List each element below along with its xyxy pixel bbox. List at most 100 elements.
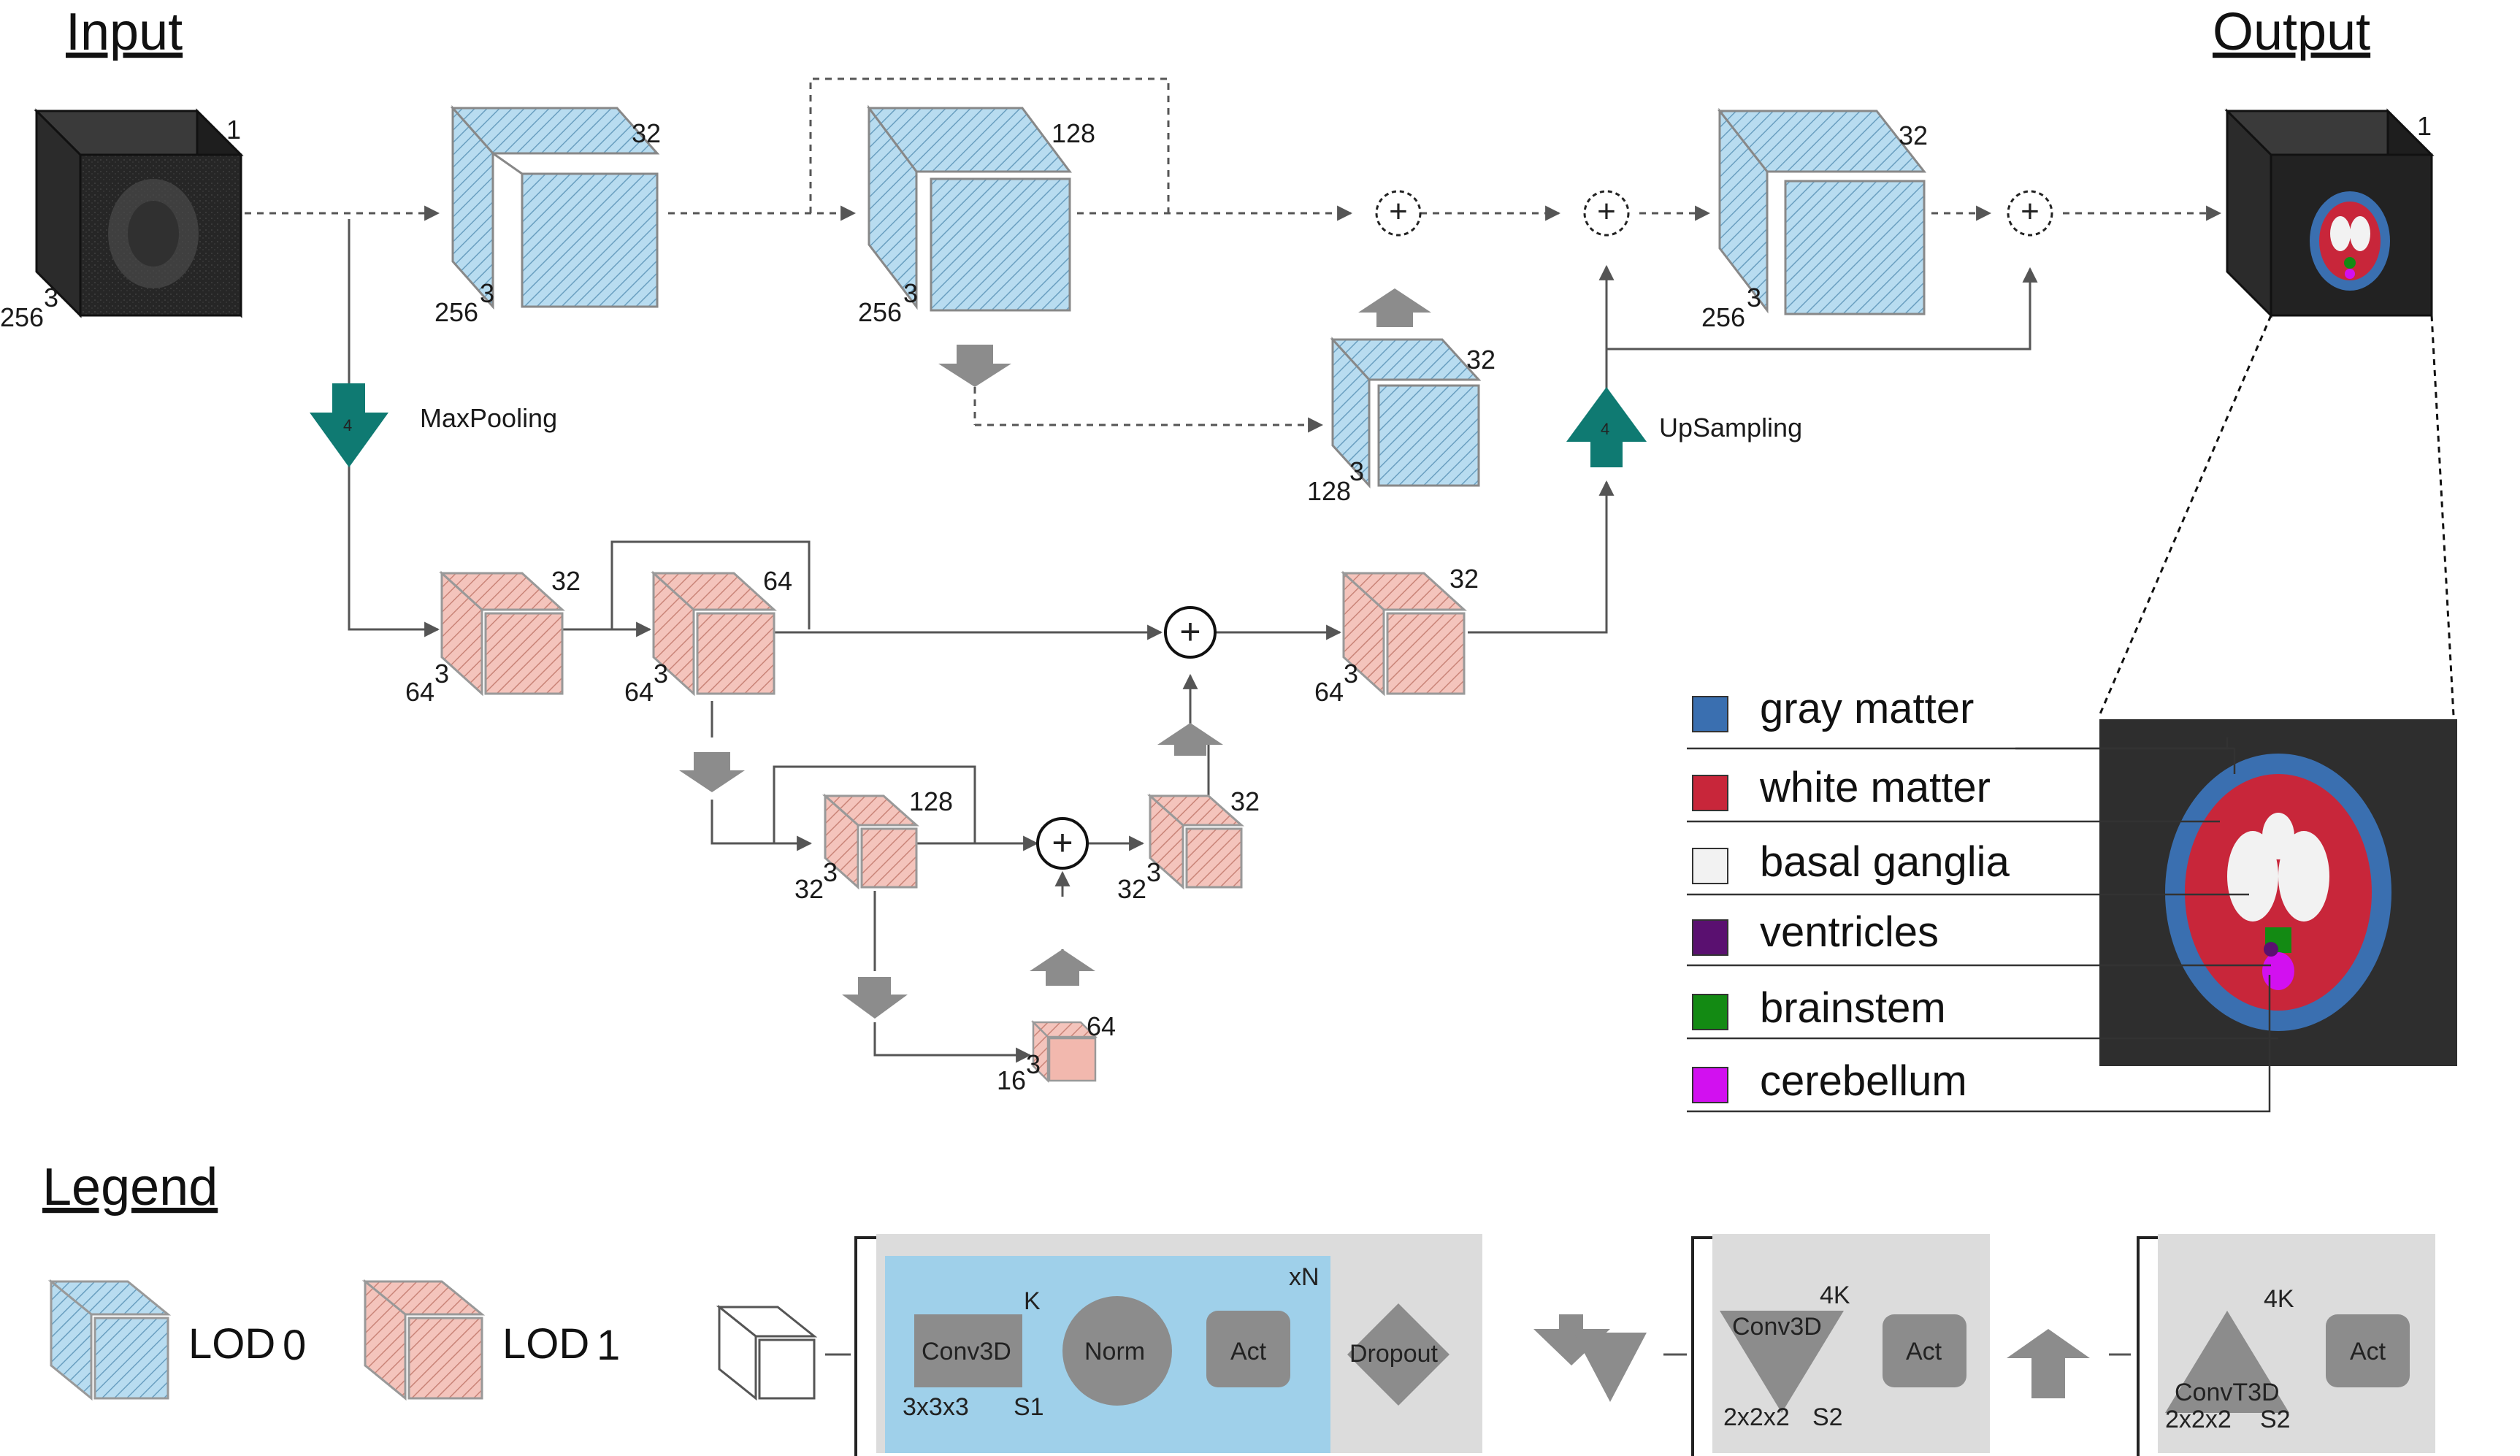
svg-text:+: + <box>1389 194 1408 229</box>
conv-k-label: K <box>1024 1287 1041 1315</box>
act-box <box>1206 1311 1290 1387</box>
maxpool-factor: 4 <box>343 416 352 434</box>
legend-lod1-label: LOD <box>502 1320 589 1368</box>
basal-ganglia-swatch <box>1692 848 1728 884</box>
lod0-size: 128 <box>1307 476 1351 506</box>
lod1-size: 16 <box>997 1065 1026 1095</box>
up-k-label: 4K <box>2264 1285 2294 1313</box>
lod1-cube <box>439 570 565 697</box>
down-act-label: Act <box>1906 1338 1942 1365</box>
exp: 3 <box>654 659 668 689</box>
down-block: Conv3D 4K 2x2x2 S2 Act <box>1712 1234 1990 1453</box>
exp: 3 <box>480 278 494 308</box>
legend-lod1-cube <box>361 1279 486 1401</box>
up-act-box <box>2326 1314 2410 1387</box>
down-conv-label: Conv3D <box>1732 1313 1822 1341</box>
output-channels: 1 <box>2417 111 2432 141</box>
upsample-gray-arrow <box>1358 288 1431 327</box>
sum-node: + <box>1375 190 1422 237</box>
class-label: gray matter <box>1760 685 1974 732</box>
down-act-box <box>1883 1314 1966 1387</box>
legend-title: Legend <box>42 1158 218 1216</box>
upsample-factor: 4 <box>1601 420 1609 438</box>
legend-down-arrow <box>1533 1314 1610 1365</box>
white-matter-swatch <box>1692 775 1728 811</box>
maxpool-label: MaxPooling <box>420 403 557 433</box>
lod0-size: 256 <box>1701 302 1745 332</box>
input-title: Input <box>66 3 183 61</box>
upsample-label: UpSampling <box>1659 413 1802 442</box>
exp: 3 <box>1349 456 1364 486</box>
conv3d-label: Conv3D <box>922 1338 1011 1365</box>
upsample-gray-arrow <box>1030 949 1095 986</box>
xn-label: xN <box>1289 1263 1320 1291</box>
norm-circle <box>1062 1296 1172 1406</box>
legend-generic-cube <box>716 1304 818 1401</box>
up-kernel-label: 2x2x2 <box>2165 1406 2232 1433</box>
lod1-cube <box>1341 570 1467 697</box>
sum-node: + <box>1164 606 1217 659</box>
act-label: Act <box>1230 1338 1267 1365</box>
class-label: white matter <box>1759 764 1991 811</box>
lod0-channels: 32 <box>632 118 661 148</box>
exp: 3 <box>903 278 918 308</box>
legend-lod1-sub: 1 <box>597 1322 620 1369</box>
maxpool-arrow: 4 <box>310 383 388 467</box>
gray-matter-swatch <box>1692 696 1728 732</box>
lod0-channels: 128 <box>1052 118 1095 148</box>
norm-label: Norm <box>1084 1338 1145 1365</box>
exp: 3 <box>823 857 838 887</box>
cerebellum-swatch <box>1692 1067 1728 1103</box>
svg-text:+: + <box>1179 611 1200 652</box>
zoomed-segmentation <box>2099 719 2457 1066</box>
lod0-channels: 32 <box>1899 120 1928 150</box>
lod1-cube <box>651 570 777 697</box>
legend-up-arrow <box>2007 1329 2090 1398</box>
input-size-exp: 3 <box>44 283 58 313</box>
down-conv-triangle <box>1720 1311 1844 1413</box>
lod1-size: 32 <box>1117 874 1146 904</box>
exp: 3 <box>434 659 449 689</box>
lod0-size: 256 <box>434 297 478 327</box>
sum-node: + <box>1583 190 1630 237</box>
output-volume <box>2224 108 2435 318</box>
downsample-arrow <box>938 345 1011 387</box>
sum-node: + <box>1036 817 1089 870</box>
legend-lod0-cube <box>47 1279 172 1401</box>
lod1-cube <box>1030 1019 1098 1084</box>
up-act-label: Act <box>2350 1338 2386 1365</box>
lod1-size: 64 <box>405 677 434 707</box>
input-volume <box>34 108 244 318</box>
exp: 3 <box>1026 1049 1041 1079</box>
lod1-size: 32 <box>794 874 824 904</box>
sum-node: + <box>2007 190 2053 237</box>
up-stride-label: S2 <box>2260 1406 2291 1433</box>
class-label: cerebellum <box>1760 1057 1967 1105</box>
conv-kernel-label: 3x3x3 <box>903 1393 969 1421</box>
exp: 3 <box>1146 857 1161 887</box>
lod0-cube <box>867 104 1072 312</box>
up-conv-triangle <box>2165 1311 2289 1413</box>
lod0-channels: 32 <box>1466 345 1495 375</box>
svg-text:+: + <box>1052 822 1073 863</box>
lod1-channels: 32 <box>1230 786 1260 816</box>
downsample-arrow <box>842 977 908 1019</box>
dropout-label: Dropout <box>1349 1340 1439 1368</box>
exp: 3 <box>1747 283 1761 313</box>
lod1-cube <box>822 793 919 890</box>
class-label: brainstem <box>1760 984 1946 1032</box>
svg-text:+: + <box>1597 194 1616 229</box>
class-legend: gray matter white matter basal ganglia v… <box>1687 685 2278 1113</box>
conv-stride-label: S1 <box>1014 1393 1044 1421</box>
lod0-size: 256 <box>858 297 902 327</box>
dropout-diamond <box>1347 1303 1449 1406</box>
down-stride-label: S2 <box>1812 1403 1843 1431</box>
upsample-gray-arrow <box>1157 723 1223 756</box>
up-block: ConvT3D 4K 2x2x2 S2 Act <box>2158 1234 2435 1453</box>
input-channels: 1 <box>226 115 241 145</box>
lod1-size: 64 <box>1314 677 1344 707</box>
lod1-channels: 32 <box>551 566 581 596</box>
conv3d-box <box>914 1314 1022 1387</box>
down-kernel-label: 2x2x2 <box>1723 1403 1790 1431</box>
